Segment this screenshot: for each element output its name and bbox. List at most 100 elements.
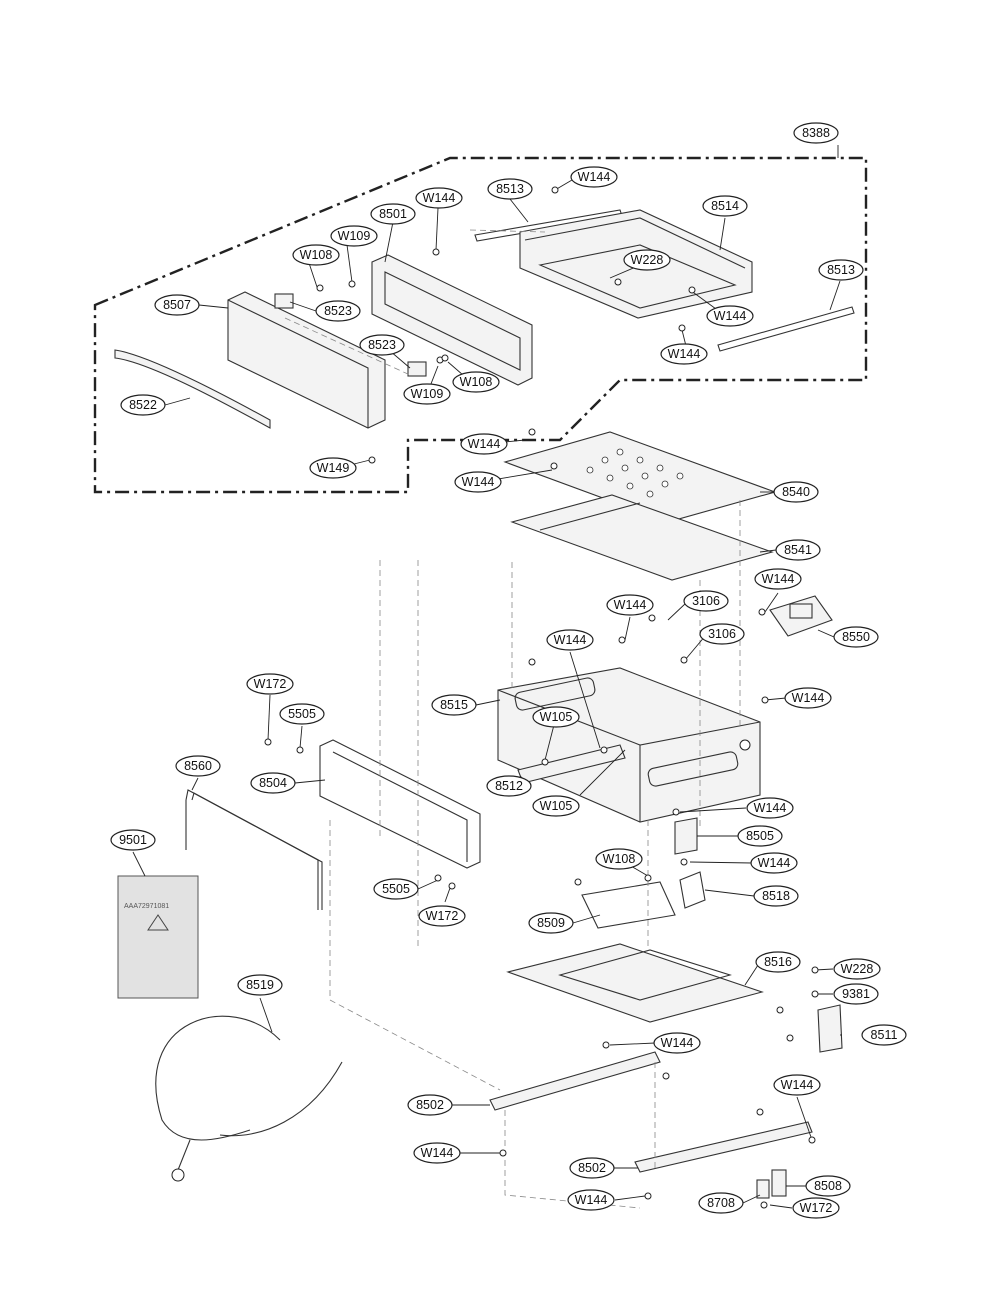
svg-text:W108: W108: [460, 375, 493, 389]
callout-8514[interactable]: 8514: [702, 195, 748, 217]
callout-w144[interactable]: W144: [784, 687, 832, 709]
svg-text:W108: W108: [300, 248, 333, 262]
svg-text:8518: 8518: [762, 889, 790, 903]
leveler-8508: [771, 1169, 787, 1197]
callout-8518[interactable]: 8518: [753, 885, 799, 907]
svg-text:8388: 8388: [802, 126, 830, 140]
callout-w149[interactable]: W149: [309, 457, 357, 479]
callout-w105-lower[interactable]: W105: [532, 795, 580, 817]
callout-w172[interactable]: W172: [418, 905, 466, 927]
callout-8708[interactable]: 8708: [698, 1192, 744, 1214]
cover-8505: [674, 817, 698, 855]
callout-8505[interactable]: 8505: [737, 825, 783, 847]
callout-8513-upper[interactable]: 8513: [487, 178, 533, 200]
wire-harness-8519: [155, 1015, 343, 1182]
callout-8515[interactable]: 8515: [431, 694, 477, 716]
callout-w144[interactable]: W144: [567, 1189, 615, 1211]
svg-text:W144: W144: [423, 191, 456, 205]
callout-8550[interactable]: 8550: [833, 626, 879, 648]
wire-clip-8509: [581, 881, 676, 929]
svg-text:8523: 8523: [368, 338, 396, 352]
callout-labels: 8388 8513 W144 W144 8501 8514 W109 W108 …: [110, 122, 907, 1219]
callout-8509[interactable]: 8509: [528, 912, 574, 934]
callout-8522[interactable]: 8522: [120, 394, 166, 416]
callout-8504[interactable]: 8504: [250, 772, 296, 794]
callout-8512[interactable]: 8512: [486, 775, 532, 797]
callout-w144[interactable]: W144: [570, 166, 618, 188]
callout-5505-upper[interactable]: 5505: [279, 703, 325, 725]
callout-w228[interactable]: W228: [623, 249, 671, 271]
callout-8540[interactable]: 8540: [773, 481, 819, 503]
svg-text:8515: 8515: [440, 698, 468, 712]
slide-rail-8502-upper: [489, 1051, 661, 1111]
callout-3106-upper[interactable]: 3106: [683, 590, 729, 612]
callout-8502-upper[interactable]: 8502: [407, 1094, 453, 1116]
svg-text:8708: 8708: [707, 1196, 735, 1210]
callout-w144[interactable]: W144: [750, 852, 798, 874]
callout-w109[interactable]: W109: [330, 225, 378, 247]
svg-text:8501: 8501: [379, 207, 407, 221]
callout-8523-lower[interactable]: 8523: [359, 334, 405, 356]
svg-text:8519: 8519: [246, 978, 274, 992]
svg-text:3106: 3106: [708, 627, 736, 641]
svg-text:W144: W144: [754, 801, 787, 815]
callout-8560[interactable]: 8560: [175, 755, 221, 777]
callout-w108[interactable]: W108: [595, 848, 643, 870]
callout-w144[interactable]: W144: [606, 594, 654, 616]
callout-w172[interactable]: W172: [246, 673, 294, 695]
drawer-handle-8522: [114, 349, 271, 429]
callout-8523-upper[interactable]: 8523: [315, 300, 361, 322]
callout-w105-upper[interactable]: W105: [532, 706, 580, 728]
callout-w144[interactable]: W144: [660, 343, 708, 365]
fastener-screws: [264, 186, 819, 1209]
callout-8501[interactable]: 8501: [370, 203, 416, 225]
callout-w144[interactable]: W144: [460, 433, 508, 455]
svg-text:W144: W144: [714, 309, 747, 323]
drawer-rail-right-8513: [717, 306, 855, 352]
svg-text:8502: 8502: [578, 1161, 606, 1175]
callout-8508[interactable]: 8508: [805, 1175, 851, 1197]
drawer-front-panel-8507: [227, 291, 386, 429]
callout-8516[interactable]: 8516: [755, 951, 801, 973]
callout-w144[interactable]: W144: [746, 797, 794, 819]
callout-w144[interactable]: W144: [546, 629, 594, 651]
svg-text:W109: W109: [411, 387, 444, 401]
callout-w144[interactable]: W144: [706, 305, 754, 327]
callout-w228[interactable]: W228: [833, 958, 881, 980]
svg-text:8514: 8514: [711, 199, 739, 213]
callout-w108[interactable]: W108: [292, 244, 340, 266]
insulation-plate-8541: [510, 494, 774, 581]
svg-text:8550: 8550: [842, 630, 870, 644]
svg-text:W144: W144: [792, 691, 825, 705]
svg-text:W144: W144: [781, 1078, 814, 1092]
callout-w109[interactable]: W109: [403, 383, 451, 405]
callout-w144[interactable]: W144: [454, 471, 502, 493]
svg-text:3106: 3106: [692, 594, 720, 608]
callout-w108[interactable]: W108: [452, 371, 500, 393]
callout-w144[interactable]: W144: [653, 1032, 701, 1054]
callout-8541[interactable]: 8541: [775, 539, 821, 561]
svg-text:9501: 9501: [119, 833, 147, 847]
callout-5505-lower[interactable]: 5505: [373, 878, 419, 900]
svg-text:5505: 5505: [382, 882, 410, 896]
callout-w144[interactable]: W144: [413, 1142, 461, 1164]
callout-w144[interactable]: W144: [773, 1074, 821, 1096]
bottom-plate-8516: [506, 943, 764, 1023]
callout-w144[interactable]: W144: [415, 187, 463, 209]
callout-8519[interactable]: 8519: [237, 974, 283, 996]
callout-w172[interactable]: W172: [792, 1197, 840, 1219]
callout-9501[interactable]: 9501: [110, 829, 156, 851]
callout-3106-lower[interactable]: 3106: [699, 623, 745, 645]
callout-8511[interactable]: 8511: [861, 1024, 907, 1046]
svg-text:W144: W144: [661, 1036, 694, 1050]
svg-text:W144: W144: [554, 633, 587, 647]
callout-9381[interactable]: 9381: [833, 983, 879, 1005]
callout-8388[interactable]: 8388: [793, 122, 839, 144]
callout-8502-lower[interactable]: 8502: [569, 1157, 615, 1179]
svg-text:W144: W144: [668, 347, 701, 361]
callout-8507[interactable]: 8507: [154, 294, 200, 316]
callout-8513-lower[interactable]: 8513: [818, 259, 864, 281]
svg-text:W149: W149: [317, 461, 350, 475]
callout-w144[interactable]: W144: [754, 568, 802, 590]
